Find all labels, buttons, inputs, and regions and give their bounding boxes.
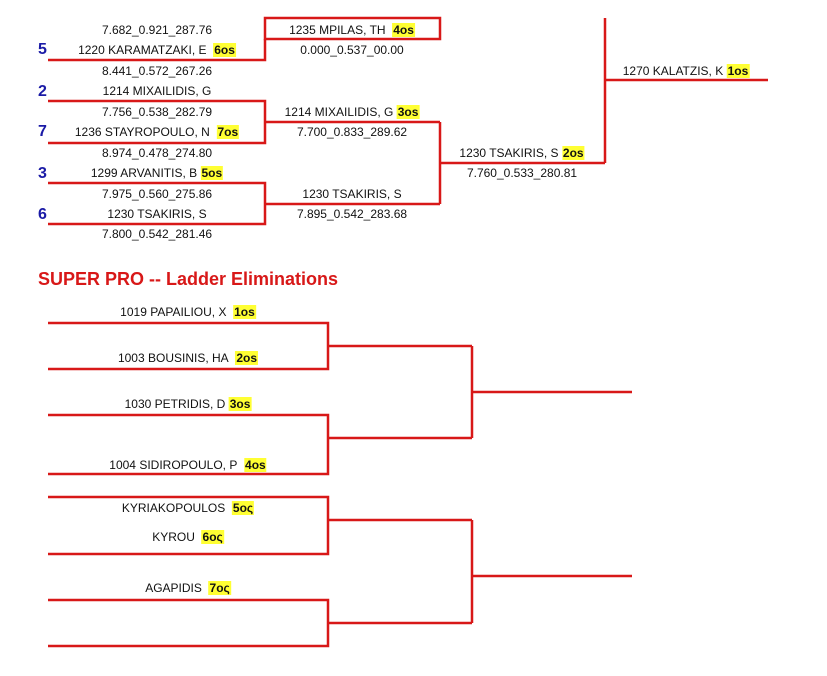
rank-badge: 5ος: [231, 501, 255, 515]
ladder-entry: 1004 SIDIROPOULO, P 4os: [109, 458, 267, 472]
rank-badge: 6ος: [201, 530, 224, 544]
player-name: 1003 BOUSINIS, HA: [117, 351, 229, 365]
bracket-line: [48, 39, 267, 62]
score-label: 7.760_0.533_280.81: [466, 166, 578, 180]
player-name: 1230 TSAKIRIS, S: [107, 207, 207, 221]
ladder-entry: AGAPIDIS 7ος: [145, 581, 231, 595]
ladder-entry: KYROU 6ος: [152, 530, 224, 544]
rank-badge: 7ος: [208, 581, 231, 595]
rank-badge: 2os: [235, 351, 259, 365]
player-name: 1230 TSAKIRIS, S: [302, 187, 402, 201]
rank-badge: 4os: [244, 458, 267, 472]
seed-number: 7: [38, 123, 47, 140]
rank-badge: 2os: [561, 146, 585, 160]
score-label: 0.000_0.537_00.00: [300, 43, 404, 57]
bracket-line: [48, 413, 330, 476]
ladder-entry: KYRIAKOPOULOS 5ος: [121, 501, 255, 515]
bracket-line: [263, 16, 442, 41]
ladder-entry: 1030 PETRIDIS, D 3os: [125, 397, 252, 411]
champion-entry: 1270 KALATZIS, K 1os: [623, 64, 750, 78]
player-name: 1214 MIXAILIDIS, G: [102, 84, 212, 98]
ladder-entry: 1003 BOUSINIS, HA 2os: [117, 351, 259, 365]
bracket-line: [48, 598, 330, 648]
rank-badge: 1os: [726, 64, 750, 78]
rank-badge: 1os: [233, 305, 256, 319]
player-name: 1030 PETRIDIS, D: [124, 397, 226, 411]
rank-badge: 3os: [228, 397, 252, 411]
seed-number: 5: [38, 41, 47, 58]
score-label: 7.682_0.921_287.76: [101, 23, 213, 37]
player-name: 1004 SIDIROPOULO, P: [109, 458, 238, 472]
score-label: 7.700_0.833_289.62: [296, 125, 408, 139]
player-name: 1236 STAYROPOULO, N: [74, 125, 210, 139]
score-label: 7.800_0.542_281.46: [101, 227, 213, 241]
player-name: KYROU: [152, 530, 195, 544]
rank-badge: 4os: [392, 23, 415, 37]
rank-badge: 6os: [213, 43, 236, 57]
player-name: 1235 MPILAS, TH: [289, 23, 386, 37]
player-name: 1214 MIXAILIDIS, G: [284, 105, 394, 119]
player-name: 1019 PAPAILIOU, X: [120, 305, 227, 319]
section-title: SUPER PRO -- Ladder Eliminations: [38, 269, 339, 289]
ladder-entry: 1019 PAPAILIOU, X 1os: [120, 305, 256, 319]
player-name: AGAPIDIS: [145, 581, 202, 595]
seed-number: 6: [38, 206, 47, 223]
score-label: 7.895_0.542_283.68: [296, 207, 408, 221]
player-entry: 1230 TSAKIRIS, S 2os: [459, 146, 585, 160]
player-name: 1299 ARVANITIS, B: [90, 166, 198, 180]
player-entry: 1214 MIXAILIDIS, G 3os: [285, 105, 420, 119]
score-label: 8.974_0.478_274.80: [101, 146, 213, 160]
rank-badge: 5os: [200, 166, 224, 180]
player-name: 1220 KARAMATZAKI, E: [78, 43, 207, 57]
rank-badge: 3os: [396, 105, 420, 119]
score-label: 7.975_0.560_275.86: [101, 187, 213, 201]
player-entry: 1236 STAYROPOULO, N 7os: [74, 125, 240, 139]
seed-number: 2: [38, 83, 47, 100]
bracket-line: [48, 495, 330, 556]
player-name: 1270 KALATZIS, K: [622, 64, 724, 78]
player-entry: 1220 KARAMATZAKI, E 6os: [78, 43, 236, 57]
seed-number: 3: [38, 165, 47, 182]
player-name: 1230 TSAKIRIS, S: [459, 146, 559, 160]
player-entry: 1299 ARVANITIS, B 5os: [90, 166, 224, 180]
score-label: 8.441_0.572_267.26: [101, 64, 213, 78]
score-label: 7.756_0.538_282.79: [101, 105, 213, 119]
rank-badge: 7os: [216, 125, 240, 139]
player-name: KYRIAKOPOULOS: [121, 501, 226, 515]
player-entry: 1235 MPILAS, TH 4os: [289, 23, 415, 37]
